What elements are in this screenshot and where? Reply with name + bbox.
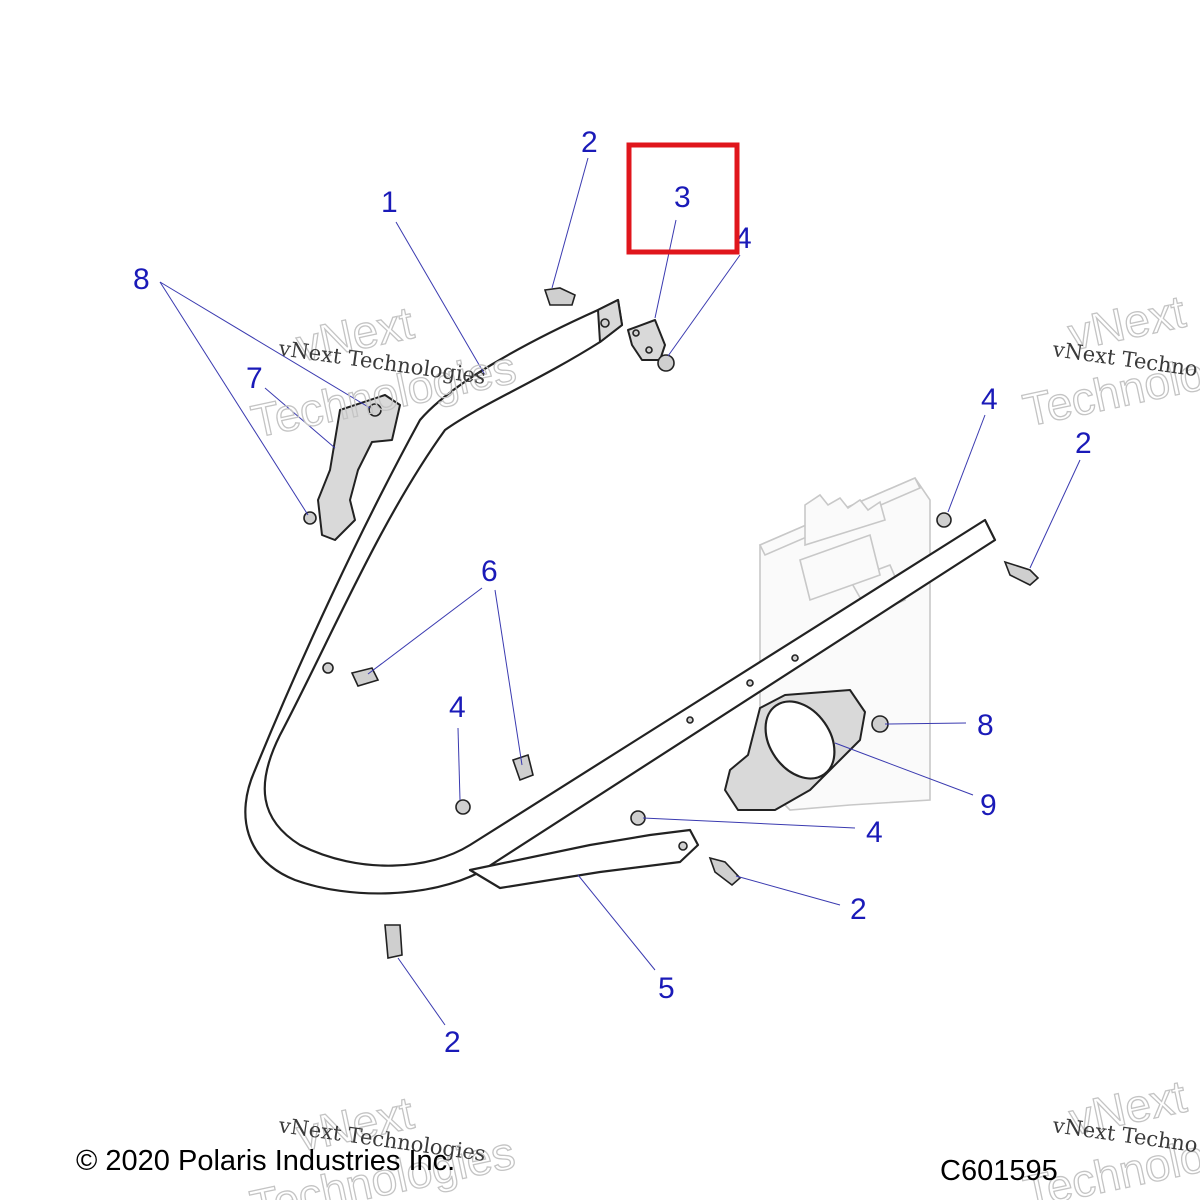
part-1-bar <box>244 298 997 895</box>
callout-5: 5 <box>658 972 675 1005</box>
part-5-brace <box>468 828 700 890</box>
copyright-text: © 2020 Polaris Industries Inc. <box>76 1145 455 1177</box>
callout-7: 7 <box>246 362 263 395</box>
part-3-bracket <box>627 319 666 361</box>
part-9-plate <box>724 689 866 811</box>
callout-2: 2 <box>581 126 598 159</box>
callout-1: 1 <box>381 186 398 219</box>
callout-labels: 1 2 3 4 8 7 4 2 6 4 8 9 4 2 5 2 <box>133 126 1092 1059</box>
leader-lines <box>159 157 1081 1026</box>
callout-4: 4 <box>449 691 466 724</box>
hardware <box>303 287 1040 959</box>
callout-2: 2 <box>1075 427 1092 460</box>
diagram-id: C601595 <box>940 1155 1058 1187</box>
callout-2: 2 <box>444 1026 461 1059</box>
highlight-box <box>626 142 740 255</box>
callout-2: 2 <box>850 893 867 926</box>
callout-8: 8 <box>133 263 150 296</box>
callout-3: 3 <box>674 181 691 214</box>
callout-4: 4 <box>866 816 883 849</box>
part-7-bracket <box>317 394 401 541</box>
watermarks: vNext Technologies vNext Technologies vN… <box>245 284 1200 1200</box>
callout-9: 9 <box>980 789 997 822</box>
callout-8: 8 <box>977 709 994 742</box>
callout-4: 4 <box>981 383 998 416</box>
callout-6: 6 <box>481 555 498 588</box>
